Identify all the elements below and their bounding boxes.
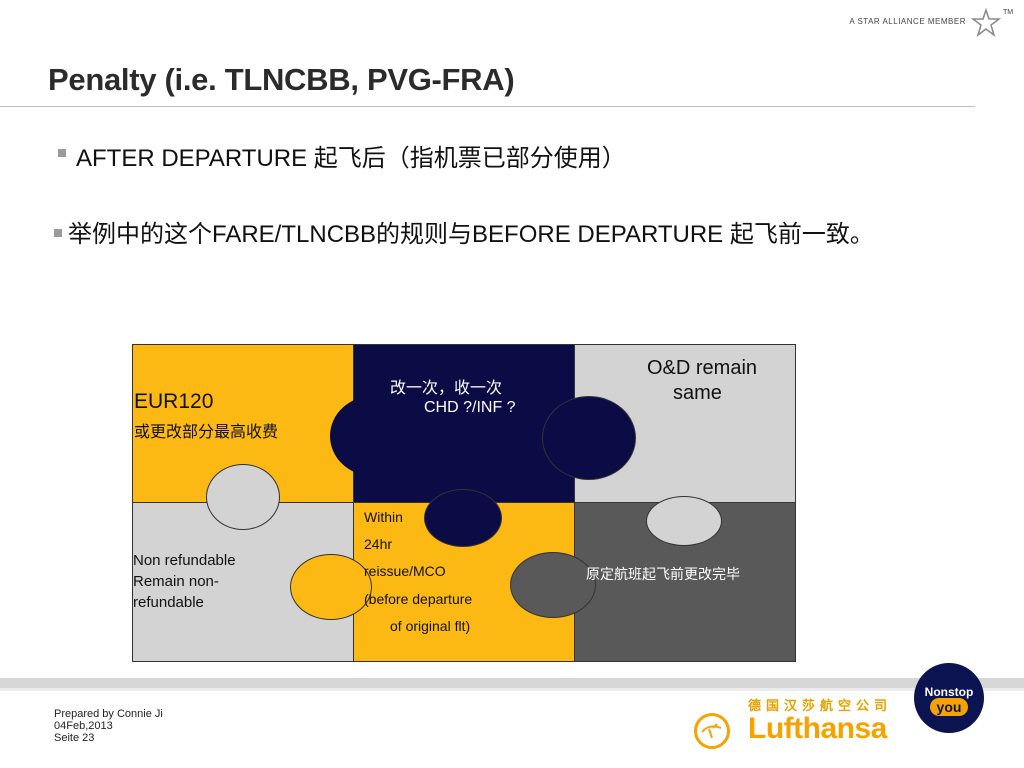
- puzzle-knob: [206, 464, 280, 530]
- star-alliance-label: A STAR ALLIANCE MEMBER: [849, 17, 966, 26]
- footer-date: 04Feb,2013: [54, 720, 113, 732]
- puzzle-knob: [542, 396, 636, 480]
- change-fee-note: 改一次，收一次: [390, 380, 503, 397]
- penalty-puzzle: EUR120 或更改部分最高收费 改一次，收一次 CHD ?/INF ? O&D…: [132, 344, 796, 662]
- page-title: Penalty (i.e. TLNCBB, PVG-FRA): [48, 62, 515, 97]
- bullet-marker: [58, 149, 66, 157]
- child-infant-note: CHD ?/INF ?: [424, 399, 516, 416]
- bullet-after-departure: AFTER DEPARTURE 起飞后（指机票已部分使用）: [58, 138, 626, 173]
- non-refundable-label: Non refundable: [133, 552, 236, 569]
- od-remain-label: O&D remain: [647, 357, 758, 379]
- prepared-by: Prepared by Connie Ji: [54, 708, 163, 720]
- lufthansa-logo-text: Lufthansa: [748, 712, 887, 745]
- footer-info: Prepared by Connie Ji 04Feb,2013 Seite 2…: [54, 708, 163, 744]
- star-alliance-icon: [970, 8, 1002, 37]
- trademark: TM: [1003, 9, 1014, 16]
- bullet-fare-rule: 举例中的这个FARE/TLNCBB的规则与BEFORE DEPARTURE 起飞…: [54, 218, 978, 251]
- puzzle-knob: [330, 396, 416, 476]
- puzzle-knob: [646, 496, 722, 546]
- penalty-note: 或更改部分最高收费: [134, 424, 279, 441]
- puzzle-knob: [290, 554, 372, 620]
- before-departure-label: (before departure: [364, 591, 473, 607]
- change-before-departure-note: 原定航班起飞前更改完毕: [586, 566, 740, 582]
- penalty-amount: EUR120: [134, 390, 214, 413]
- nonstop-you-badge: Nonstop you: [914, 663, 984, 733]
- you-label: you: [930, 698, 968, 716]
- original-flight-label: of original flt): [390, 618, 471, 634]
- od-same-label: same: [673, 382, 722, 404]
- footer-band-shadow: [0, 688, 1024, 691]
- lufthansa-crane-icon: [694, 713, 730, 749]
- within-label: Within: [364, 509, 403, 525]
- header-divider: [0, 106, 975, 107]
- bullet-text: 举例中的这个FARE/TLNCBB的规则与BEFORE DEPARTURE 起飞…: [68, 221, 874, 248]
- puzzle-knob: [510, 552, 596, 618]
- footer-band: [0, 678, 1024, 688]
- nonstop-label: Nonstop: [924, 685, 974, 699]
- remain-non-label: Remain non-: [133, 573, 219, 590]
- page-number: Seite 23: [54, 732, 95, 744]
- refundable-label: refundable: [133, 594, 204, 611]
- hours-label: 24hr: [364, 536, 393, 552]
- lufthansa-chinese-name: 德国汉莎航空公司: [748, 698, 893, 713]
- puzzle-knob: [424, 489, 502, 547]
- bullet-text: AFTER DEPARTURE 起飞后（指机票已部分使用）: [76, 145, 626, 172]
- bullet-marker: [54, 229, 62, 237]
- reissue-label: reissue/MCO: [364, 563, 446, 579]
